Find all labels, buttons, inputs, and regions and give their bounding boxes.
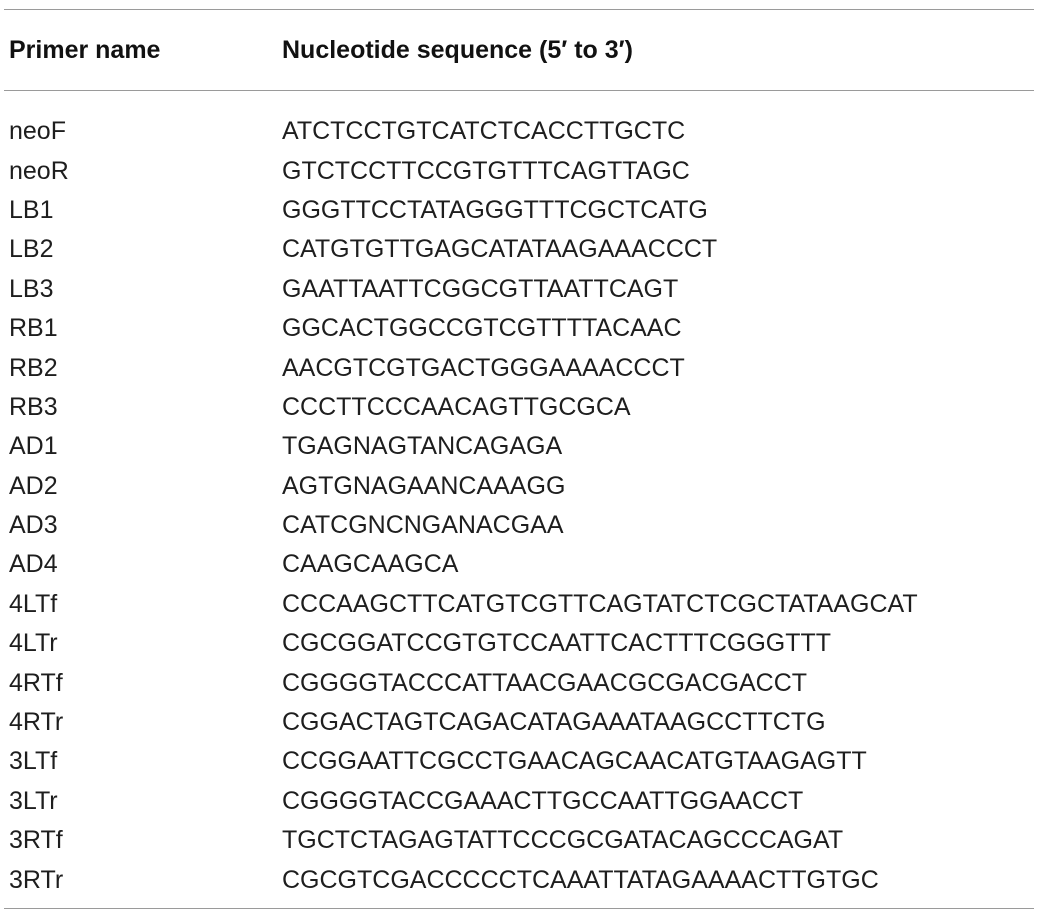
nucleotide-sequence-cell: CGGACTAGTCAGACATAGAAATAAGCCTTCTG [282, 708, 826, 737]
primer-name-cell: 3LTr [9, 786, 58, 815]
table-row: 3LTf CCGGAATTCGCCTGAACAGCAACATGTAAGAGTT [4, 742, 1034, 781]
header-nucleotide-sequence: Nucleotide sequence (5′ to 3′) [282, 35, 633, 64]
table-row: 4RTf CGGGGTACCCATTAACGAACGCGACGACCT [4, 663, 1034, 702]
nucleotide-sequence-cell: CGGGGTACCCATTAACGAACGCGACGACCT [282, 668, 808, 697]
nucleotide-sequence-cell: CGCGGATCCGTGTCCAATTCACTTTCGGGTTT [282, 629, 832, 658]
nucleotide-sequence-cell: TGCTCTAGAGTATTCCCGCGATACAGCCCAGAT [282, 826, 844, 855]
primer-name-cell: AD2 [9, 471, 58, 500]
primer-name-cell: 4LTr [9, 629, 58, 658]
table-row: AD1 TGAGNAGTANCAGAGA [4, 427, 1034, 466]
table-row: LB2 CATGTGTTGAGCATATAAGAAACCCT [4, 230, 1034, 269]
nucleotide-sequence-cell: CATGTGTTGAGCATATAAGAAACCCT [282, 235, 718, 264]
primer-name-cell: RB2 [9, 353, 58, 382]
nucleotide-sequence-cell: AACGTCGTGACTGGGAAAACCCT [282, 353, 685, 382]
nucleotide-sequence-cell: ATCTCCTGTCATCTCACCTTGCTC [282, 117, 686, 146]
nucleotide-sequence-cell: CGGGGTACCGAAACTTGCCAATTGGAACCT [282, 786, 804, 815]
primer-name-cell: 3RTf [9, 826, 63, 855]
nucleotide-sequence-cell: GGGTTCCTATAGGGTTTCGCTCATG [282, 195, 708, 224]
table-row: 3LTr CGGGGTACCGAAACTTGCCAATTGGAACCT [4, 782, 1034, 821]
table-row: 4RTr CGGACTAGTCAGACATAGAAATAAGCCTTCTG [4, 703, 1034, 742]
primer-name-cell: 3RTr [9, 865, 64, 894]
nucleotide-sequence-cell: CAAGCAAGCA [282, 550, 459, 579]
primer-name-cell: 4RTr [9, 708, 64, 737]
table-body: neoF ATCTCCTGTCATCTCACCTTGCTC neoR GTCTCCTT… [4, 91, 1034, 908]
nucleotide-sequence-cell: TGAGNAGTANCAGAGA [282, 432, 563, 461]
table-row: neoR GTCTCCTTCCGTGTTTCAGTTAGC [4, 151, 1034, 190]
table-row: 3RTr CGCGTCGACCCCCTCAAATTATAGAAAACTTGTGC [4, 860, 1034, 899]
table-row: AD2 AGTGNAGAANCAAAGG [4, 467, 1034, 506]
table-row: LB3 GAATTAATTCGGCGTTAATTCAGT [4, 270, 1034, 309]
table-row: 4LTr CGCGGATCCGTGTCCAATTCACTTTCGGGTTT [4, 624, 1034, 663]
table-row: neoF ATCTCCTGTCATCTCACCTTGCTC [4, 112, 1034, 151]
primer-name-cell: 4LTf [9, 589, 58, 618]
primer-name-cell: LB2 [9, 235, 54, 264]
primer-name-cell: AD1 [9, 432, 58, 461]
nucleotide-sequence-cell: GAATTAATTCGGCGTTAATTCAGT [282, 274, 679, 303]
primer-name-cell: RB3 [9, 392, 58, 421]
primer-name-cell: LB1 [9, 195, 54, 224]
primer-name-cell: 4RTf [9, 668, 63, 697]
table-row: 3RTf TGCTCTAGAGTATTCCCGCGATACAGCCCAGAT [4, 821, 1034, 860]
header-primer-name: Primer name [9, 35, 161, 64]
nucleotide-sequence-cell: AGTGNAGAANCAAAGG [282, 471, 566, 500]
nucleotide-sequence-cell: GTCTCCTTCCGTGTTTCAGTTAGC [282, 156, 690, 185]
primer-name-cell: AD3 [9, 511, 58, 540]
table-header-row: Primer name Nucleotide sequence (5′ to 3… [4, 10, 1034, 90]
top-rule [4, 9, 1034, 10]
table-row: RB3 CCCTTCCCAACAGTTGCGCA [4, 388, 1034, 427]
nucleotide-sequence-cell: CCGGAATTCGCCTGAACAGCAACATGTAAGAGTT [282, 747, 867, 776]
table-row: AD4 CAAGCAAGCA [4, 545, 1034, 584]
nucleotide-sequence-cell: GGCACTGGCCGTCGTTTTACAAC [282, 314, 682, 343]
primer-name-cell: 3LTf [9, 747, 58, 776]
nucleotide-sequence-cell: CCCAAGCTTCATGTCGTTCAGTATCTCGCTATAAGCAT [282, 589, 918, 618]
nucleotide-sequence-cell: CGCGTCGACCCCCTCAAATTATAGAAAACTTGTGC [282, 865, 879, 894]
bottom-rule [4, 907, 1034, 909]
primer-name-cell: neoR [9, 156, 69, 185]
table-row: AD3 CATCGNCNGANACGAA [4, 506, 1034, 545]
primer-name-cell: AD4 [9, 550, 58, 579]
table-row: RB1 GGCACTGGCCGTCGTTTTACAAC [4, 309, 1034, 348]
table-row: RB2 AACGTCGTGACTGGGAAAACCCT [4, 348, 1034, 387]
table-row: LB1 GGGTTCCTATAGGGTTTCGCTCATG [4, 191, 1034, 230]
primer-name-cell: neoF [9, 117, 66, 146]
nucleotide-sequence-cell: CCCTTCCCAACAGTTGCGCA [282, 392, 631, 421]
primer-name-cell: RB1 [9, 314, 58, 343]
nucleotide-sequence-cell: CATCGNCNGANACGAA [282, 511, 564, 540]
primer-name-cell: LB3 [9, 274, 54, 303]
primer-table: Primer name Nucleotide sequence (5′ to 3… [4, 0, 1034, 909]
table-row: 4LTf CCCAAGCTTCATGTCGTTCAGTATCTCGCTATAAGC… [4, 585, 1034, 624]
header-rule [4, 90, 1034, 91]
